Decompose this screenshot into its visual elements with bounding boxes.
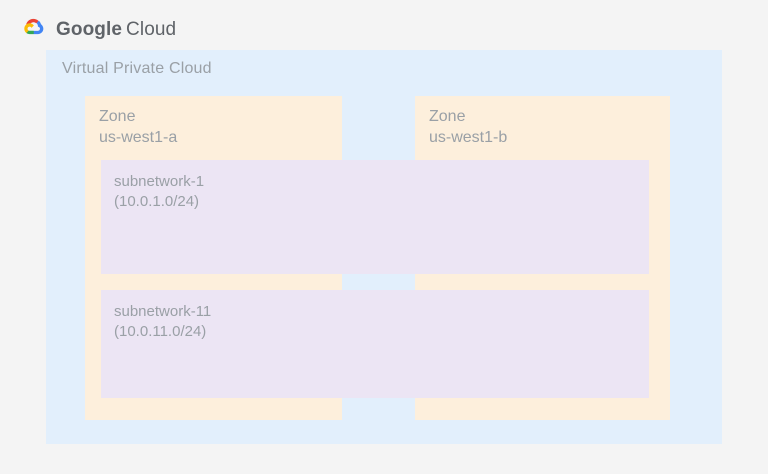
zone-title: Zone: [99, 108, 136, 125]
subnetwork-name: subnetwork-1: [114, 173, 205, 190]
subnetwork-cidr: (10.0.1.0/24): [114, 193, 200, 210]
subnetwork-box-subnetwork-11: subnetwork-11 (10.0.11.0/24): [101, 290, 649, 398]
zone-title: Zone: [429, 108, 466, 125]
subnetwork-box-subnetwork-1: subnetwork-1 (10.0.1.0/24): [101, 160, 649, 274]
subnetwork-cidr: (10.0.11.0/24): [114, 323, 207, 340]
brand-google-text: Google: [56, 19, 123, 40]
vpc-label: Virtual Private Cloud: [62, 60, 212, 77]
google-cloud-logo-icon: [20, 16, 48, 40]
subnetwork-label-subnetwork-1: subnetwork-1 (10.0.1.0/24): [114, 172, 204, 212]
zone-name: us-west1-a: [99, 129, 178, 146]
subnetwork-name: subnetwork-11: [114, 303, 212, 320]
brand-cloud-text: Cloud: [126, 19, 177, 40]
zone-label-us-west1-a: Zone us-west1-a: [99, 106, 177, 148]
zone-label-us-west1-b: Zone us-west1-b: [429, 106, 507, 148]
subnetwork-label-subnetwork-11: subnetwork-11 (10.0.11.0/24): [114, 302, 211, 342]
zone-name: us-west1-b: [429, 129, 508, 146]
